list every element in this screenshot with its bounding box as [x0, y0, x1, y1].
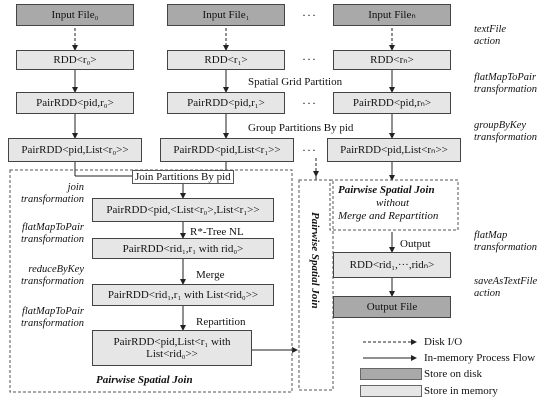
pairrdd-reduce: PairRDD<rid₁,r₁ with List<rid₀>> [92, 284, 274, 306]
pairrdd-join: PairRDD<pid,<List<r₀>,List<r₁>> [92, 198, 274, 222]
right-groupbykey-transform: groupByKey transformation [474, 120, 537, 144]
right-save-line1: saveAsTextFile [474, 276, 538, 287]
repartition-line2: List<rid₀>> [146, 348, 198, 360]
pairrdd-repartition: PairRDD<pid,List<r₁ with List<rid₀>> [92, 330, 252, 366]
right-save-line2: action [474, 288, 501, 299]
right-textfile-line2: action [474, 36, 501, 47]
right-fmtp-line2: transformation [474, 84, 538, 95]
rdd-col1: RDD<r₁> [167, 50, 285, 70]
right-fmtp-line1: flatMapToPair [474, 72, 537, 83]
label-repartition: Repartition [196, 316, 246, 328]
left-join-line1: join [67, 182, 84, 193]
ellipsis-row2: ··· [302, 52, 317, 66]
left-join-transform: join transformation [21, 182, 84, 206]
label-group-partitions: Group Partitions By pid [248, 122, 354, 134]
pairrdd-flatmap: PairRDD<rid₁,r₁ with rid₀> [92, 238, 274, 259]
right-branch-sub1: without [376, 197, 410, 209]
legend-disk-io: Disk I/O [424, 336, 463, 348]
repartition-line1: PairRDD<pid,List<r₁ with [113, 336, 231, 348]
ellipsis-row3: ··· [302, 96, 317, 110]
right-fm-line1: flatMap [474, 230, 508, 241]
left-join-line2: transformation [20, 194, 84, 205]
right-flatmaptopair-transform: flatMapToPair transformation [474, 72, 537, 96]
right-saveastextfile-action: saveAsTextFile action [474, 276, 537, 300]
rdd-col0: RDD<r₀> [16, 50, 134, 70]
input-file-n: Input Fileₙ [333, 4, 451, 26]
right-textfile-action: textFile action [474, 24, 506, 48]
label-merge: Merge [196, 269, 225, 281]
ellipsis-row1: ··· [302, 8, 317, 22]
right-textfile-line1: textFile [474, 24, 507, 35]
legend-store-memory: Store in memory [424, 385, 498, 397]
right-gbk-line2: transformation [474, 132, 538, 143]
label-output: Output [400, 238, 431, 250]
pairrdd-col1: PairRDD<pid,r₁> [167, 92, 285, 114]
label-join-partitions: Join Partitions By pid [132, 170, 234, 184]
rdd-coln: RDD<rₙ> [333, 50, 451, 70]
legend-memory-swatch [360, 385, 422, 397]
vertical-pairwise-frame [298, 179, 334, 391]
right-branch-frame [329, 179, 459, 231]
legend-in-memory: In-memory Process Flow [424, 352, 536, 364]
left-flatmap-line2: transformation [20, 234, 84, 245]
left-flatmap-transform: flatMapToPair transformation [21, 222, 84, 246]
vertical-pairwise-label: Pairwise Spatial Join [309, 212, 321, 309]
pairrdd-list-col1: PairRDD<pid,List<r₁>> [160, 138, 294, 162]
legend-disk-swatch [360, 368, 422, 380]
right-flatmap-transform: flatMap transformation [474, 230, 537, 254]
pairrdd-list-coln: PairRDD<pid,List<rₙ>> [327, 138, 461, 162]
pairwise-join-title: Pairwise Spatial Join [96, 374, 193, 386]
input-file-0: Input File₀ [16, 4, 134, 26]
left-reduce-transform: reduceByKey transformation [21, 264, 84, 288]
label-rtree: R*-Tree NL [190, 226, 244, 238]
label-spatial-grid: Spatial Grid Partition [248, 76, 343, 88]
ellipsis-row4: ··· [302, 143, 317, 157]
rdd-rid-list: RDD<rid₁,···,ridₙ> [333, 252, 451, 278]
right-fm-line2: transformation [474, 242, 538, 253]
left-flatmap2-line2: transformation [20, 318, 84, 329]
legend-store-disk: Store on disk [424, 368, 483, 380]
left-reduce-line1: reduceByKey [28, 264, 84, 275]
left-reduce-line2: transformation [20, 276, 84, 287]
input-file-1: Input File₁ [167, 4, 285, 26]
left-flatmap2-line1: flatMapToPair [21, 306, 84, 317]
right-branch-title: Pairwise Spatial Join [338, 184, 435, 196]
left-flatmap-line1: flatMapToPair [21, 222, 84, 233]
right-gbk-line1: groupByKey [474, 120, 527, 131]
output-file: Output File [333, 296, 451, 318]
pairrdd-list-col0: PairRDD<pid,List<r₀>> [8, 138, 142, 162]
right-branch-sub2: Merge and Repartition [338, 210, 439, 222]
pairrdd-col0: PairRDD<pid,r₀> [16, 92, 134, 114]
left-flatmap2-transform: flatMapToPair transformation [21, 306, 84, 330]
pairrdd-coln: PairRDD<pid,rₙ> [333, 92, 451, 114]
